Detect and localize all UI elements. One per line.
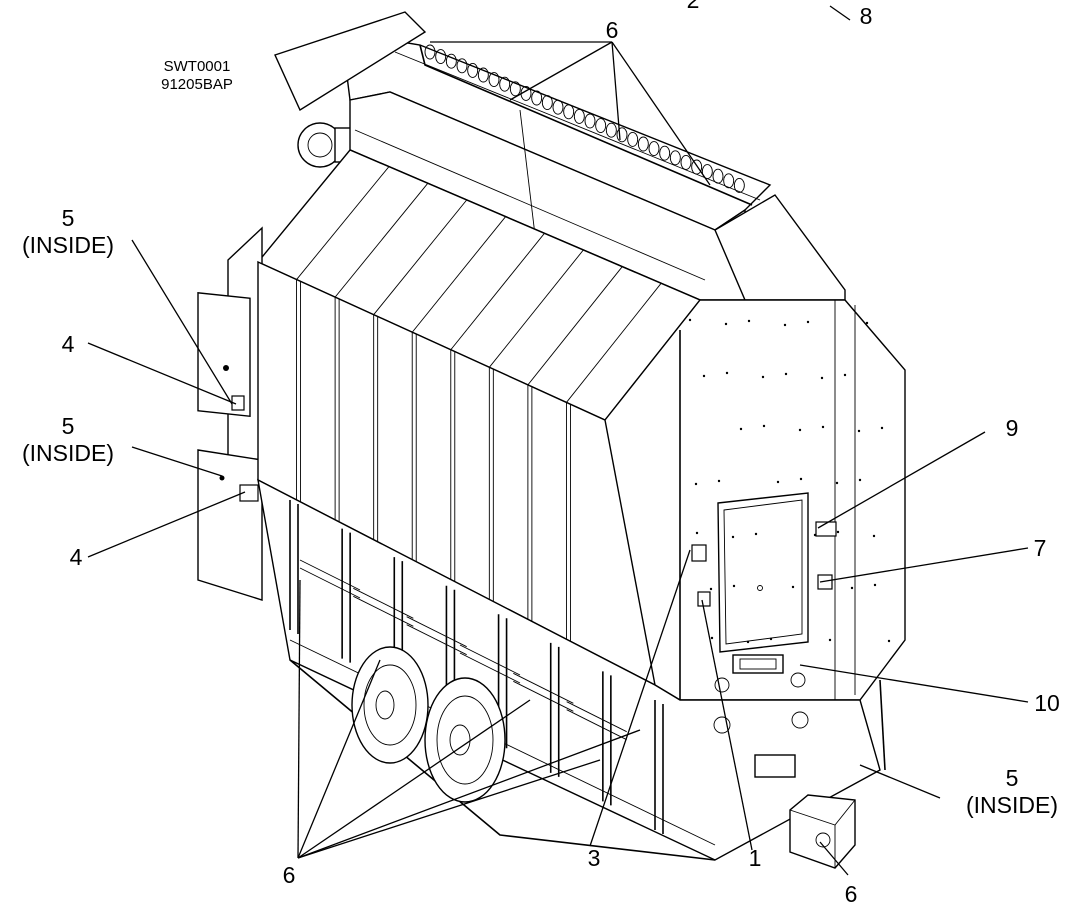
drawing-codes: SWT0001 91205BAP: [161, 58, 233, 93]
wheels: [351, 646, 506, 803]
revision-code: 91205BAP: [161, 76, 233, 93]
column-panels: [257, 260, 656, 687]
callout-5-upper: 5: [62, 205, 75, 231]
callout-2: 2: [687, 0, 700, 13]
left-housing: [197, 226, 263, 601]
callout-9: 9: [1006, 415, 1019, 441]
callout-6-bottom: 6: [845, 881, 858, 907]
callout-7: 7: [1034, 535, 1047, 561]
drawing-code: SWT0001: [164, 58, 231, 75]
callout-5-middle-inside: (INSIDE): [22, 440, 114, 466]
callout-5-lower-inside: (INSIDE): [966, 792, 1058, 818]
callouts: 2 8 6 5 (INSIDE) 4 5 (INSIDE) 4 9 7 10 5…: [22, 0, 1060, 907]
top-auger-trough: [274, 11, 772, 231]
callout-3: 3: [588, 845, 601, 871]
leader-lines: [87, 5, 1029, 876]
callout-5-lower: 5: [1006, 765, 1019, 791]
callout-4-lower: 4: [70, 544, 83, 570]
callout-10: 10: [1034, 690, 1060, 716]
callout-6-left: 6: [283, 862, 296, 888]
callout-5-middle: 5: [62, 413, 75, 439]
grain-dryer-drawing: [197, 11, 906, 869]
callout-4-upper: 4: [62, 331, 75, 357]
callout-1: 1: [749, 845, 762, 871]
end-wall: [604, 299, 906, 701]
callout-6-top: 6: [606, 17, 619, 43]
callout-5-upper-inside: (INSIDE): [22, 232, 114, 258]
callout-8: 8: [860, 3, 873, 29]
burner-box: [713, 672, 856, 869]
